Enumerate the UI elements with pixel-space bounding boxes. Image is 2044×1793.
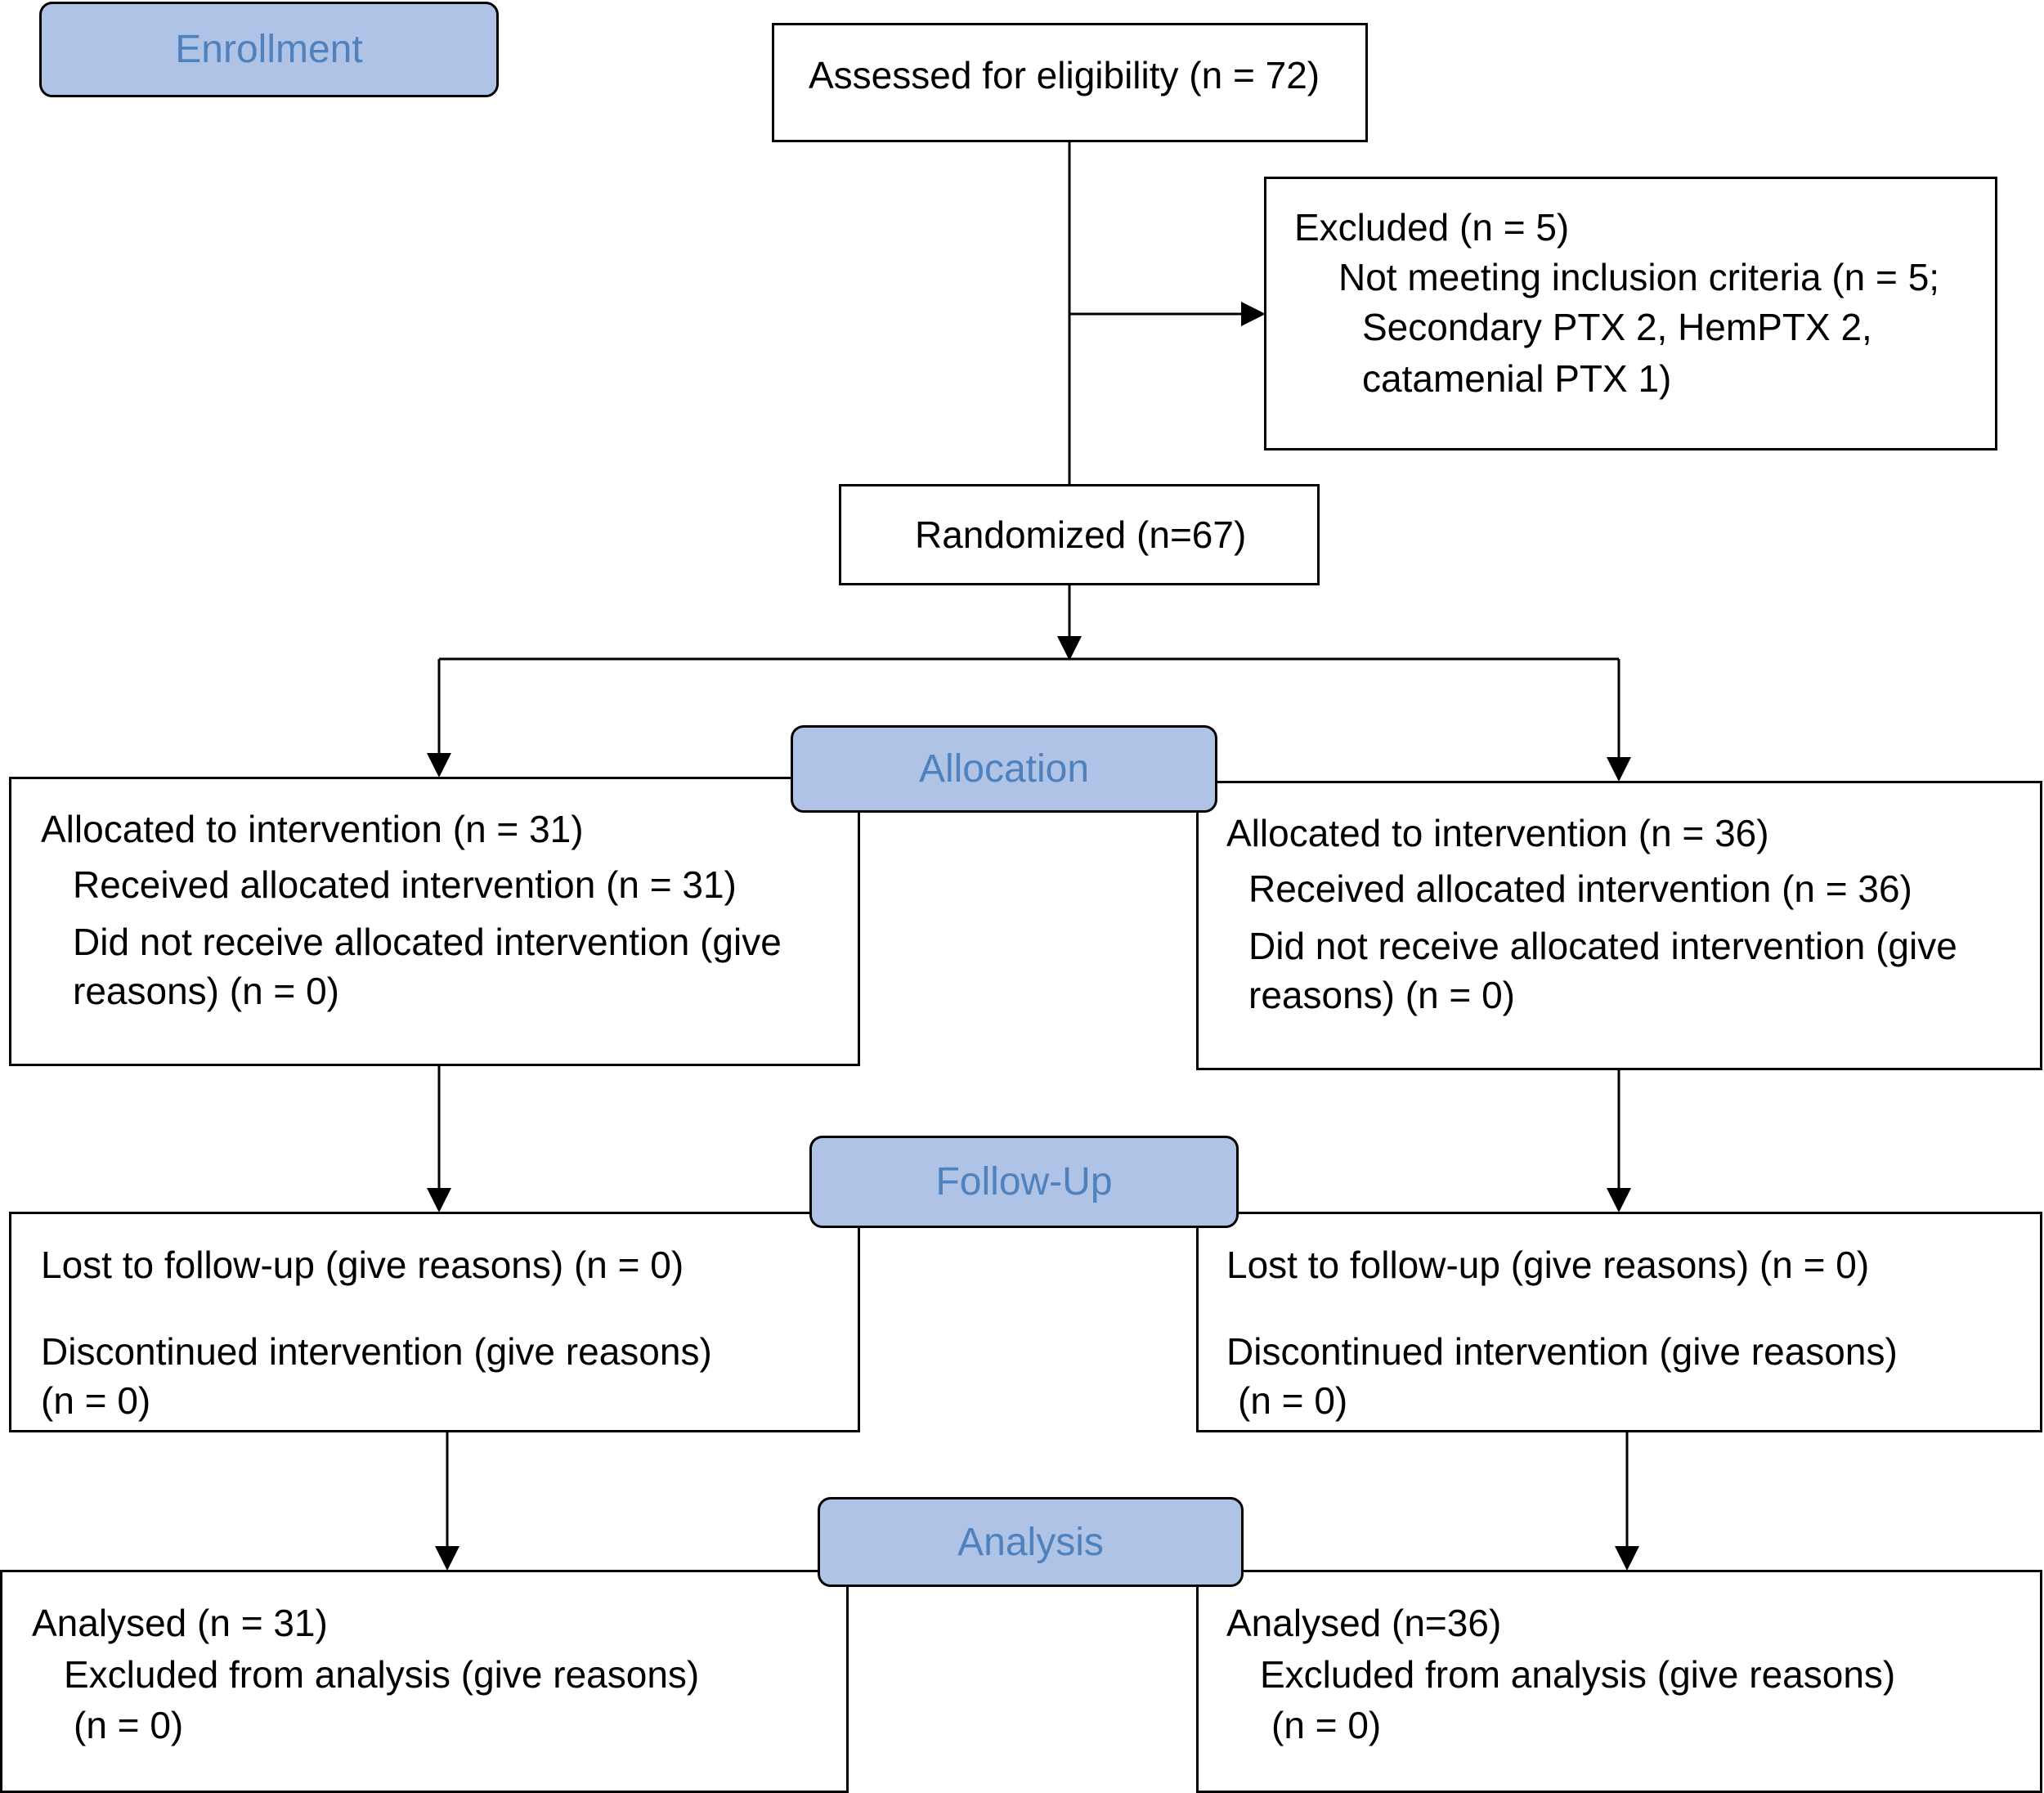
assessed-text: Assessed for eligibility (n = 72) bbox=[809, 54, 1320, 96]
analysis-left-excluded-1: Excluded from analysis (give reasons) bbox=[64, 1653, 700, 1696]
allocation-right-not-received-2: reasons) (n = 0) bbox=[1248, 974, 1515, 1016]
stage-label-enrollment: Enrollment bbox=[39, 2, 499, 97]
stage-label-follow-up: Follow-Up bbox=[809, 1136, 1239, 1228]
followup-box-left: Lost to follow-up (give reasons) (n = 0)… bbox=[9, 1212, 860, 1432]
stage-label-text: Enrollment bbox=[175, 28, 363, 71]
analysis-left-excluded-2: (n = 0) bbox=[74, 1704, 184, 1746]
allocation-left-received: Received allocated intervention (n = 31) bbox=[73, 863, 737, 906]
assessed-box: Assessed for eligibility (n = 72) bbox=[772, 23, 1368, 142]
followup-right-discontinued-1: Discontinued intervention (give reasons) bbox=[1226, 1330, 1898, 1373]
analysis-left-title: Analysed (n = 31) bbox=[32, 1602, 328, 1644]
stage-label-text: Allocation bbox=[918, 747, 1090, 791]
allocation-left-title: Allocated to intervention (n = 31) bbox=[41, 808, 584, 850]
allocation-right-received: Received allocated intervention (n = 36) bbox=[1248, 867, 1912, 910]
analysis-box-left: Analysed (n = 31) Excluded from analysis… bbox=[0, 1570, 849, 1793]
analysis-right-excluded-1: Excluded from analysis (give reasons) bbox=[1260, 1653, 1896, 1696]
allocation-right-title: Allocated to intervention (n = 36) bbox=[1226, 812, 1769, 854]
excluded-title: Excluded (n = 5) bbox=[1294, 206, 1570, 249]
followup-left-lost: Lost to follow-up (give reasons) (n = 0) bbox=[41, 1244, 684, 1286]
followup-right-lost: Lost to follow-up (give reasons) (n = 0) bbox=[1226, 1244, 1870, 1286]
allocation-left-not-received-2: reasons) (n = 0) bbox=[73, 970, 339, 1012]
allocation-box-right: Allocated to intervention (n = 36) Recei… bbox=[1196, 781, 2042, 1070]
excluded-reason-line-1: Not meeting inclusion criteria (n = 5; bbox=[1338, 256, 1940, 298]
allocation-left-not-received-1: Did not receive allocated intervention (… bbox=[73, 921, 782, 963]
excluded-reason-line-3: catamenial PTX 1) bbox=[1362, 357, 1672, 400]
allocation-right-not-received-1: Did not receive allocated intervention (… bbox=[1248, 925, 1957, 967]
randomized-text: Randomized (n=67) bbox=[915, 513, 1247, 556]
excluded-box: Excluded (n = 5) Not meeting inclusion c… bbox=[1264, 177, 1997, 450]
followup-box-right: Lost to follow-up (give reasons) (n = 0)… bbox=[1196, 1212, 2042, 1432]
analysis-right-title: Analysed (n=36) bbox=[1226, 1602, 1502, 1644]
stage-label-text: Analysis bbox=[957, 1520, 1104, 1564]
analysis-box-right: Analysed (n=36) Excluded from analysis (… bbox=[1196, 1570, 2042, 1793]
followup-left-discontinued-2: (n = 0) bbox=[41, 1379, 151, 1422]
analysis-right-excluded-2: (n = 0) bbox=[1271, 1704, 1382, 1746]
stage-label-text: Follow-Up bbox=[935, 1160, 1113, 1204]
stage-label-allocation: Allocation bbox=[791, 725, 1217, 813]
followup-left-discontinued-1: Discontinued intervention (give reasons) bbox=[41, 1330, 712, 1373]
allocation-box-left: Allocated to intervention (n = 31) Recei… bbox=[9, 777, 860, 1066]
excluded-reason-line-2: Secondary PTX 2, HemPTX 2, bbox=[1362, 306, 1872, 348]
followup-right-discontinued-2: (n = 0) bbox=[1238, 1379, 1348, 1422]
randomized-box: Randomized (n=67) bbox=[839, 484, 1320, 585]
stage-label-analysis: Analysis bbox=[818, 1497, 1244, 1587]
